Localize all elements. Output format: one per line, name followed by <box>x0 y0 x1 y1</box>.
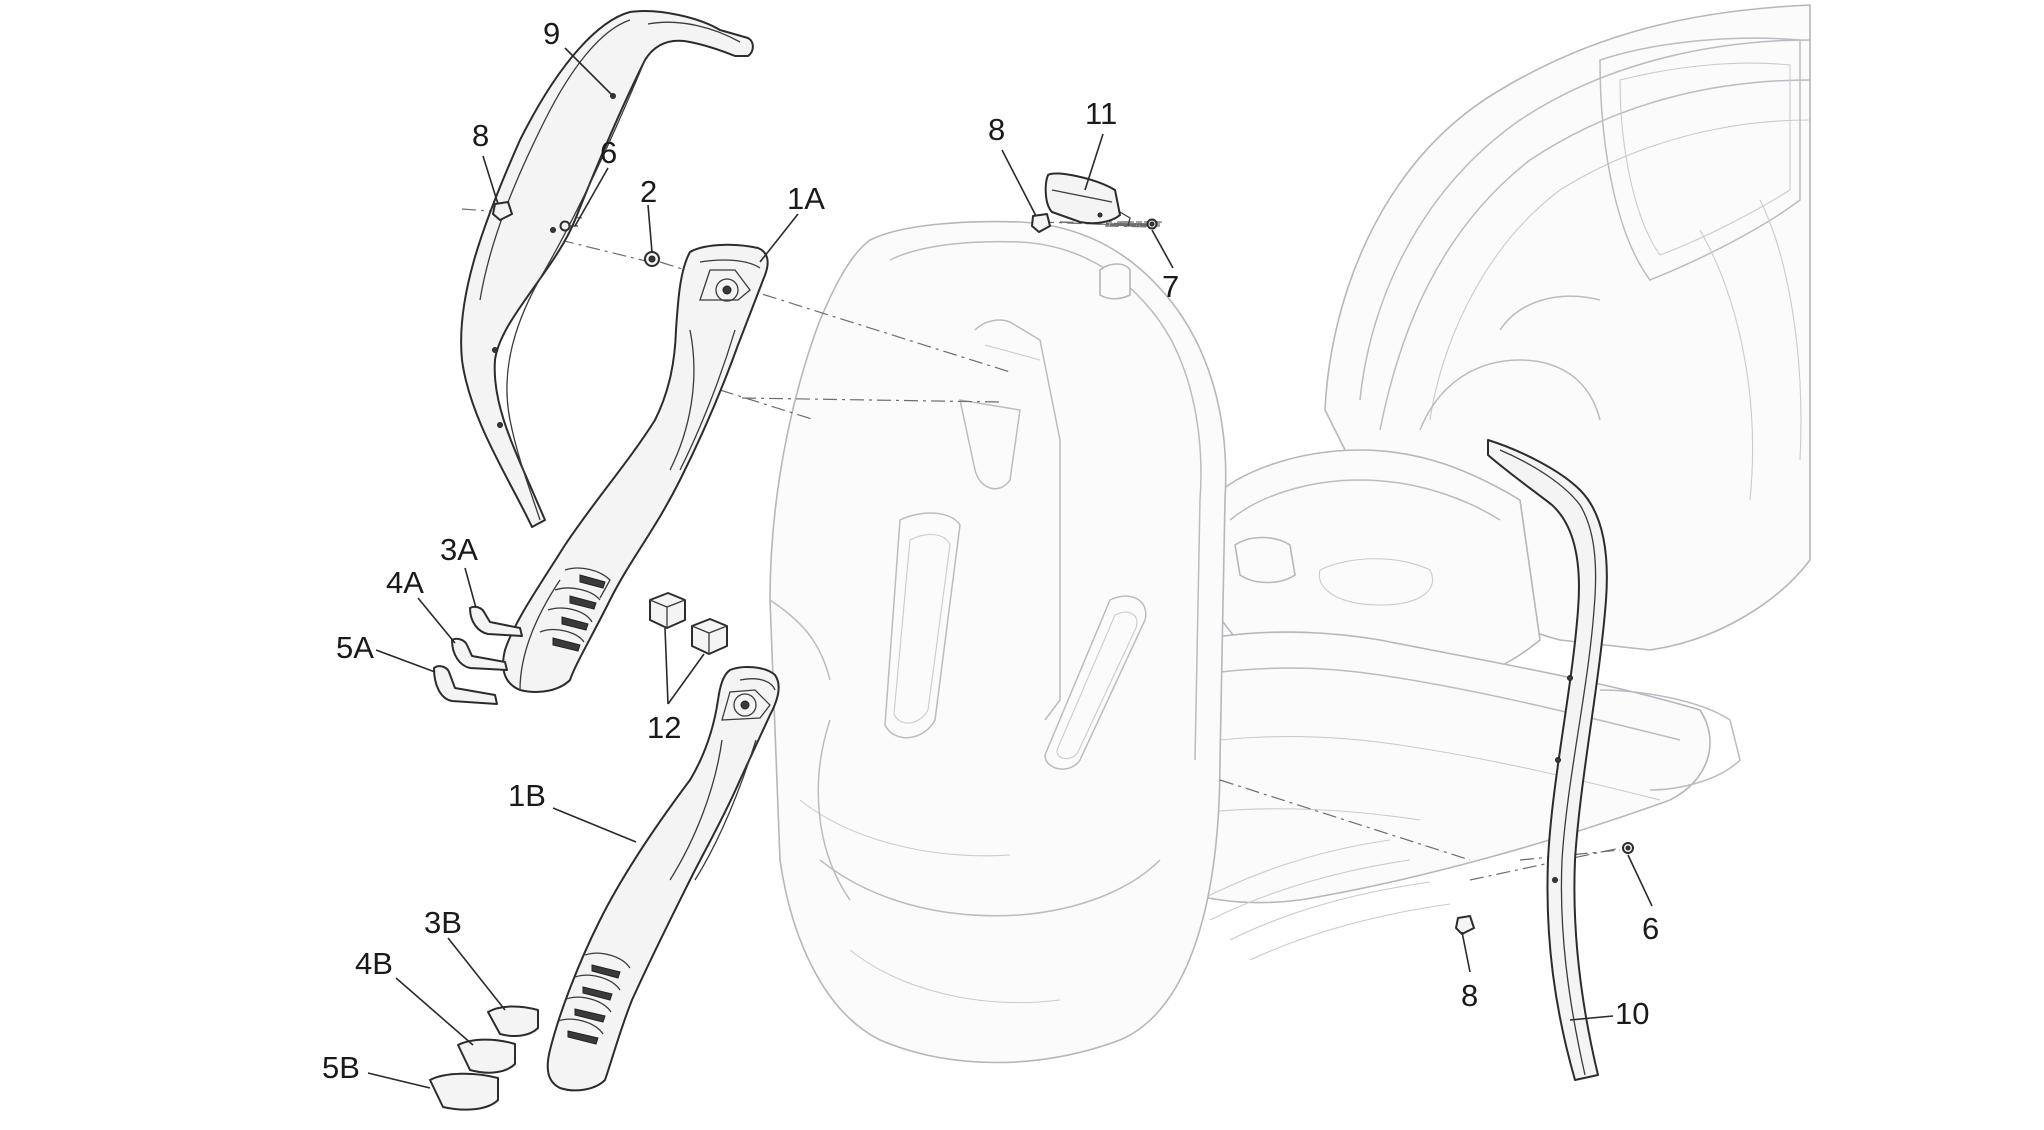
part-5B-trim <box>429 1072 499 1111</box>
part-10-right-trim-strip <box>1487 439 1608 1081</box>
label-8-top-mid: 8 <box>988 112 1005 147</box>
part-3B-trim <box>487 1005 539 1037</box>
clip-8-top-left <box>492 201 513 221</box>
part-4A-trim <box>451 637 508 671</box>
label-8-top-left: 8 <box>472 118 489 153</box>
label-3B: 3B <box>424 905 462 940</box>
label-7: 7 <box>1162 269 1179 304</box>
label-5B: 5B <box>322 1050 360 1085</box>
screw-6-top-left <box>559 220 578 232</box>
callout-labels: 9 8 6 2 1A 8 11 7 3A 4A 5A 12 1B 3B 4B 5… <box>322 16 1659 1085</box>
label-8-bottom: 8 <box>1461 978 1478 1013</box>
label-6-top-left: 6 <box>600 135 617 170</box>
label-5A: 5A <box>336 630 374 665</box>
screw-6-right <box>1622 842 1634 854</box>
leader-lines <box>367 47 1653 1089</box>
clip-8-top-mid <box>1031 213 1051 233</box>
scooter-body-ghost <box>1078 4 1811 961</box>
label-4B: 4B <box>355 946 393 981</box>
part-3A-trim <box>469 605 523 637</box>
cube-12-a <box>649 592 686 629</box>
label-4A: 4A <box>386 565 424 600</box>
label-11: 11 <box>1085 96 1117 131</box>
label-9: 9 <box>543 16 560 51</box>
label-6-right: 6 <box>1642 911 1659 946</box>
label-1B: 1B <box>508 778 546 813</box>
fasteners <box>492 201 1634 935</box>
label-3A: 3A <box>440 532 478 567</box>
legshield-ghost <box>769 220 1227 1064</box>
label-10: 10 <box>1615 996 1649 1031</box>
part-5A-trim <box>433 665 498 705</box>
part-1B-lower-horn-cover <box>546 666 780 1092</box>
label-1A: 1A <box>787 181 825 216</box>
label-12: 12 <box>647 710 681 745</box>
label-2: 2 <box>640 174 657 209</box>
clip-8-bottom <box>1455 915 1475 935</box>
cube-12-b <box>691 618 728 655</box>
screw-7 <box>1146 218 1158 230</box>
screw-2 <box>644 251 660 267</box>
part-4B-trim <box>457 1038 516 1074</box>
part-11-bracket <box>1044 172 1131 227</box>
part-9-left-trim-strip <box>460 10 754 528</box>
part-1A-upper-horn-cover <box>502 243 769 693</box>
